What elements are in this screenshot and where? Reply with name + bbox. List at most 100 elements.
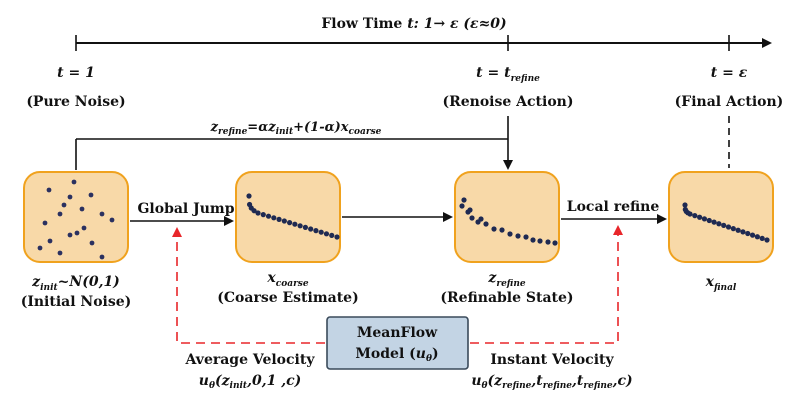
caption-pure-noise: (Pure Noise)	[26, 94, 125, 110]
dot	[265, 213, 272, 219]
dot	[292, 221, 298, 227]
dot	[459, 203, 465, 209]
dot	[478, 216, 484, 222]
dot	[81, 225, 87, 231]
dot	[682, 202, 688, 208]
dot	[79, 206, 85, 212]
dot	[692, 213, 698, 219]
label-teps: t = ε	[711, 65, 748, 81]
dot	[749, 232, 756, 238]
dot	[318, 229, 324, 235]
dot	[297, 223, 303, 229]
dot	[302, 224, 308, 230]
dot	[99, 211, 105, 217]
dot	[735, 227, 741, 233]
flow-time-title: Flow Time t: 1→ ε (ε≈0)	[321, 16, 506, 32]
dot	[71, 179, 77, 185]
dot	[61, 202, 67, 208]
label-t1: t = 1	[57, 65, 95, 81]
dot	[499, 227, 505, 233]
dot	[545, 239, 551, 245]
label-local-refine: Local refine	[567, 199, 660, 215]
noise-scatter	[37, 179, 115, 260]
coarse-estimate-box	[235, 171, 341, 263]
caption-final-action: (Final Action)	[675, 94, 784, 110]
dot	[334, 234, 340, 240]
dot	[461, 197, 467, 203]
dot	[287, 220, 293, 226]
dot	[711, 219, 717, 225]
dot	[42, 220, 48, 226]
dot	[721, 222, 727, 228]
model-line1: MeanFlow	[357, 325, 438, 341]
average-velocity-dashed-line	[172, 227, 325, 344]
dot	[246, 193, 252, 199]
dot	[523, 234, 529, 240]
refinable-caption: (Refinable State)	[440, 290, 573, 306]
label-trefine: t = trefine	[476, 65, 540, 84]
dot	[740, 229, 746, 235]
dot	[507, 231, 513, 237]
label-global-jump: Global Jump	[137, 201, 234, 217]
dot	[276, 216, 282, 222]
coarse-var: xcoarse	[266, 270, 308, 289]
dot	[530, 237, 536, 243]
dot	[329, 232, 335, 238]
dot	[67, 232, 73, 238]
dot	[88, 192, 94, 198]
dot	[46, 187, 52, 193]
dot	[687, 211, 693, 217]
dot	[57, 211, 63, 217]
dot	[754, 234, 760, 240]
average-velocity-title: Average Velocity	[185, 352, 316, 368]
final-box	[668, 171, 774, 263]
instant-velocity-title: Instant Velocity	[490, 352, 614, 368]
dot	[99, 254, 105, 260]
dot	[537, 238, 543, 244]
model-line2: Model (uθ)	[355, 346, 438, 364]
meanflow-model-box	[326, 316, 469, 370]
dot	[260, 212, 266, 218]
coarse-caption: (Coarse Estimate)	[217, 290, 358, 306]
dot	[308, 226, 314, 232]
refine-formula: zrefine=αzinit+(1-α)xcoarse	[210, 120, 382, 137]
dot	[74, 230, 80, 236]
dot	[109, 217, 115, 223]
dot	[469, 215, 475, 221]
dot	[515, 233, 521, 239]
coarse-curve-dots	[246, 193, 340, 240]
dot	[697, 214, 703, 220]
dot	[701, 216, 708, 222]
refine-curve-dots	[459, 197, 558, 246]
dot	[483, 221, 489, 227]
instant-velocity-formula: uθ(zrefine,trefine,trefine,c)	[471, 373, 632, 391]
dot	[281, 218, 287, 224]
initial-noise-var: zinit~N(0,1)	[31, 274, 120, 293]
refinable-var: zrefine	[487, 270, 526, 289]
dot	[37, 245, 43, 251]
average-velocity-formula: uθ(zinit,0,1 ,c)	[199, 373, 301, 391]
dot	[313, 228, 319, 234]
dot	[89, 240, 95, 246]
final-curve-dots	[682, 202, 770, 243]
dot	[725, 224, 732, 230]
dot	[251, 208, 257, 214]
dot	[47, 238, 53, 244]
final-var: xfinal	[705, 274, 737, 293]
dot	[67, 194, 73, 200]
caption-renoise-action: (Renoise Action)	[443, 94, 574, 110]
instant-velocity-dashed-line	[470, 225, 623, 344]
dot	[57, 250, 63, 256]
dot	[764, 237, 770, 243]
dot	[759, 235, 765, 241]
dot	[491, 226, 497, 232]
dot	[255, 210, 261, 216]
dot	[467, 207, 473, 213]
dot	[706, 217, 712, 224]
dot	[552, 240, 558, 246]
initial-noise-caption: (Initial Noise)	[21, 294, 132, 310]
dot	[745, 230, 751, 237]
dot	[730, 226, 736, 232]
dot	[716, 221, 722, 227]
